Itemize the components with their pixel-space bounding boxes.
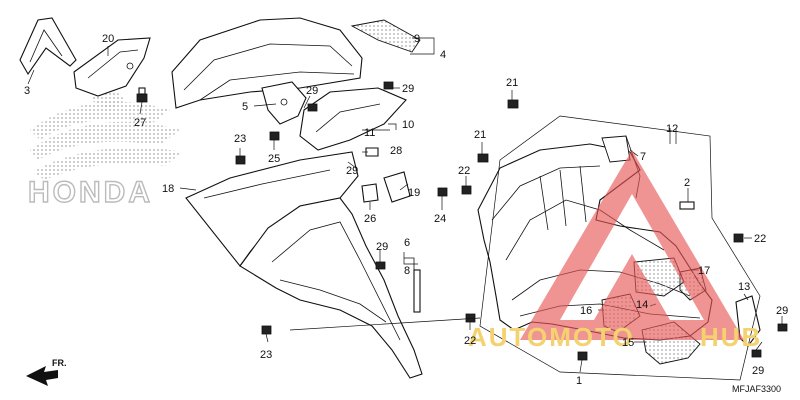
callout-10: 10 xyxy=(402,119,414,131)
part-2-clip xyxy=(679,201,695,210)
callout-29e: 29 xyxy=(776,305,788,317)
callout-2: 2 xyxy=(684,177,690,189)
callout-26: 26 xyxy=(364,213,376,225)
honda-wing-logo xyxy=(30,85,182,180)
part-5-bracket xyxy=(261,81,307,125)
callout-21b: 21 xyxy=(506,77,518,89)
callout-labels: 3 20 27 9 4 29 5 29 10 11 23 25 28 29 18… xyxy=(24,33,788,387)
part-28-screw xyxy=(365,147,379,157)
callout-29a: 29 xyxy=(402,83,414,95)
bolt-1 xyxy=(577,351,588,361)
callout-19: 19 xyxy=(408,187,420,199)
bolt-29c xyxy=(375,261,386,270)
part-10-inner-panel xyxy=(299,87,407,151)
bolt-22c xyxy=(733,233,744,243)
part-9-grille xyxy=(350,19,421,53)
callout-20: 20 xyxy=(102,33,114,45)
callout-4: 4 xyxy=(440,49,446,61)
bolt-29a xyxy=(383,81,394,90)
callout-15: 15 xyxy=(622,337,634,349)
callout-21a: 21 xyxy=(474,129,486,141)
part-8-tie-strap xyxy=(404,257,421,313)
part-27-bolt xyxy=(136,87,148,103)
part-13-bracket xyxy=(735,295,761,347)
bolt-25 xyxy=(269,131,280,141)
part-19-clip-bracket xyxy=(383,171,411,203)
callout-9: 9 xyxy=(414,33,420,45)
automotohub-watermark xyxy=(520,150,744,340)
callout-3: 3 xyxy=(24,85,30,97)
callout-14: 14 xyxy=(636,299,648,311)
callout-8: 8 xyxy=(404,265,410,277)
callout-29f: 29 xyxy=(752,365,764,377)
bolt-23b xyxy=(261,325,272,335)
callout-13: 13 xyxy=(738,281,750,293)
callout-29b: 29 xyxy=(306,85,318,97)
part-20-inner-cover xyxy=(73,37,151,97)
callout-22a: 22 xyxy=(458,165,470,177)
callout-29d: 29 xyxy=(376,241,388,253)
bolt-22a xyxy=(461,185,472,195)
callout-18: 18 xyxy=(162,183,174,195)
bolt-24 xyxy=(437,187,448,197)
callout-22c: 22 xyxy=(464,335,476,347)
part-26-grommet xyxy=(361,183,379,203)
callout-27: 27 xyxy=(134,117,146,129)
bolt-22b xyxy=(465,313,476,323)
direction-label: FR. xyxy=(52,358,67,368)
part-4-upper-cowl xyxy=(171,17,363,109)
leader-lines xyxy=(27,37,783,381)
front-direction-arrow xyxy=(26,366,58,386)
callout-11: 11 xyxy=(364,127,375,139)
bolt-29b xyxy=(307,103,318,112)
callout-28: 28 xyxy=(390,145,402,157)
callout-23b: 23 xyxy=(260,349,272,361)
bolt-29d xyxy=(777,323,788,332)
bolt-21b xyxy=(477,153,489,163)
watermark-text-a: AUTOMOTO xyxy=(468,322,635,352)
diagram-code: MFJAF3300 xyxy=(732,384,781,394)
callout-17: 17 xyxy=(698,265,710,277)
callout-6: 6 xyxy=(404,237,410,249)
bolt-21a xyxy=(507,99,519,109)
callout-24: 24 xyxy=(434,213,446,225)
callout-5: 5 xyxy=(242,101,248,113)
bolt-29e xyxy=(751,349,762,358)
callout-7: 7 xyxy=(640,151,646,163)
watermark-text-b: HUB xyxy=(700,322,762,352)
part-3-small-cover xyxy=(19,17,77,76)
callout-1: 1 xyxy=(576,375,582,387)
callout-25: 25 xyxy=(268,153,280,165)
honda-watermark: HONDA xyxy=(28,176,153,209)
callout-23a: 23 xyxy=(234,133,246,145)
callout-29c: 29 xyxy=(346,165,358,177)
left-lower-cowl xyxy=(239,197,423,379)
bolt-23a xyxy=(235,155,246,165)
callout-12: 12 xyxy=(666,123,678,135)
callout-16: 16 xyxy=(580,305,592,317)
callout-22b: 22 xyxy=(754,233,766,245)
